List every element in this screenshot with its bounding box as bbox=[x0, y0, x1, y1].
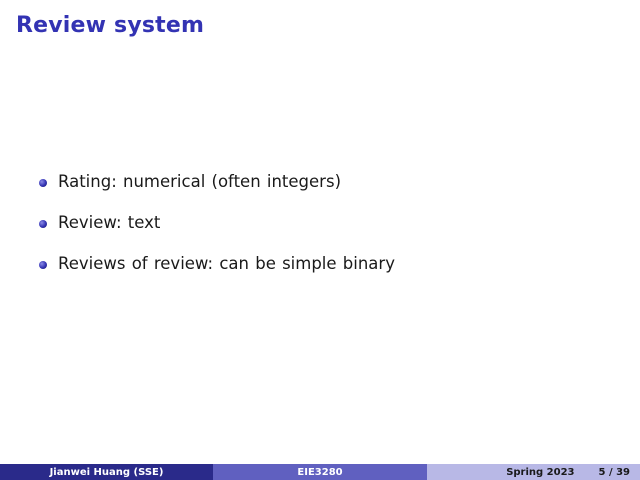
footer-course-text: EIE3280 bbox=[297, 466, 343, 478]
bullet-icon bbox=[39, 220, 47, 228]
bullet-icon bbox=[39, 261, 47, 269]
footer-author-text: Jianwei Huang (SSE) bbox=[49, 466, 164, 478]
footer-bar: Jianwei Huang (SSE) EIE3280 Spring 2023 … bbox=[0, 464, 640, 480]
page-number: 5 / 39 bbox=[598, 466, 631, 478]
footer-author: Jianwei Huang (SSE) bbox=[0, 464, 213, 480]
slide-title: Review system bbox=[16, 13, 205, 38]
bullet-item: Reviews of review: can be simple binary bbox=[39, 252, 395, 293]
footer-date: Spring 2023 bbox=[506, 466, 575, 478]
bullet-text: Review: text bbox=[58, 213, 161, 232]
footer-course: EIE3280 bbox=[213, 464, 427, 480]
bullet-item: Rating: numerical (often integers) bbox=[39, 170, 395, 211]
bullet-text: Rating: numerical (often integers) bbox=[58, 172, 342, 191]
bullet-item: Review: text bbox=[39, 211, 395, 252]
footer-date-page: Spring 2023 5 / 39 bbox=[427, 464, 640, 480]
bullet-list: Rating: numerical (often integers) Revie… bbox=[39, 170, 395, 293]
bullet-icon bbox=[39, 179, 47, 187]
bullet-text: Reviews of review: can be simple binary bbox=[58, 254, 395, 273]
